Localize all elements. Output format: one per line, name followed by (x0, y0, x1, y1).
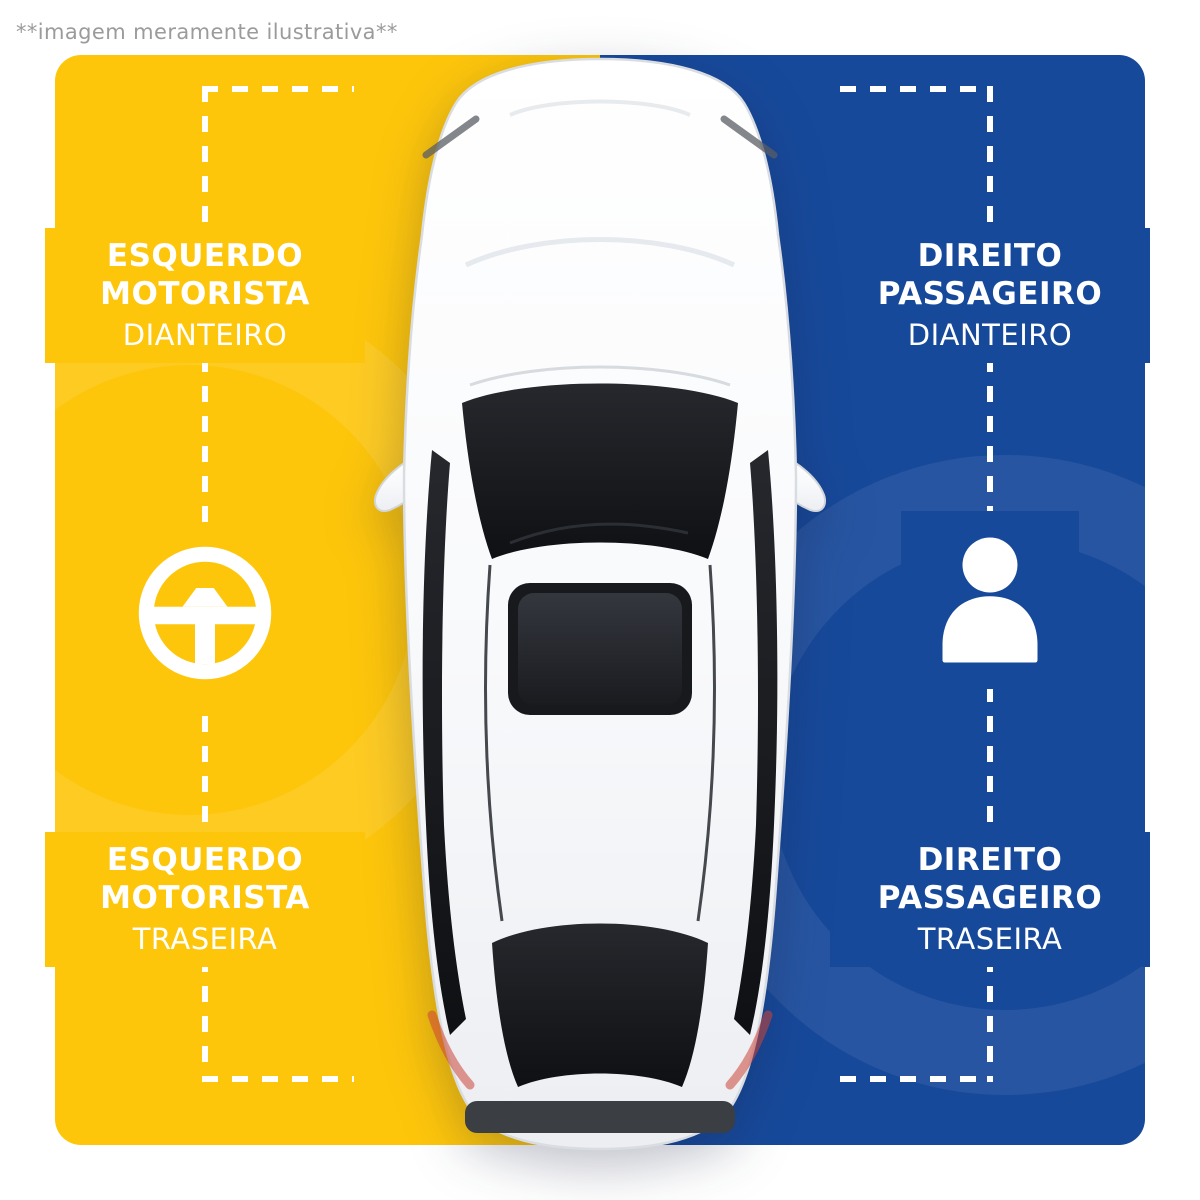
car-right-side-windows (734, 450, 778, 1035)
label-driver-rear-line2: MOTORISTA (100, 879, 310, 916)
car-rear-window (492, 923, 708, 1087)
label-driver-rear: ESQUERDO MOTORISTA TRASEIRA (45, 832, 365, 967)
label-driver-front-line1: ESQUERDO (106, 238, 304, 274)
passenger-guide-line-rear (840, 1076, 993, 1082)
label-driver-front: ESQUERDO MOTORISTA DIANTEIRO (45, 228, 365, 363)
driver-guide-line-front (202, 86, 354, 92)
car-left-headlight (422, 115, 480, 159)
person-icon (901, 511, 1079, 689)
car-wiper (509, 522, 689, 545)
label-passenger-front-line3: DIANTEIRO (907, 317, 1073, 352)
label-passenger-front-line1: DIREITO (917, 238, 1063, 274)
car-cowl-line (469, 365, 731, 387)
label-driver-rear-line3: TRASEIRA (132, 921, 278, 956)
car-right-taillight (725, 1010, 773, 1090)
label-driver-front-line3: DIANTEIRO (122, 317, 288, 352)
car-left-side-windows (422, 450, 466, 1035)
car-rear-bumper (465, 1101, 735, 1133)
car-right-headlight (720, 115, 778, 159)
label-driver-rear-line1: ESQUERDO (106, 842, 304, 878)
car-windshield (462, 383, 738, 559)
driver-guide-line-rear (202, 1076, 354, 1082)
label-passenger-rear-line3: TRASEIRA (917, 921, 1063, 956)
car-top-view (374, 57, 826, 1151)
car-hood-line-mid (464, 237, 736, 268)
car-right-roof-rail (696, 564, 716, 922)
label-driver-front-line2: MOTORISTA (100, 275, 310, 312)
label-passenger-rear-line2: PASSAGEIRO (877, 879, 1103, 916)
car-left-taillight (427, 1010, 475, 1090)
car-sunroof-glass (518, 593, 682, 705)
steering-wheel-icon (116, 524, 294, 702)
disclaimer-text: **imagem meramente ilustrativa** (16, 20, 398, 44)
car-hood-line-top (509, 99, 691, 117)
steering-wheel-glyph (138, 546, 272, 680)
passenger-guide-line-front (840, 86, 993, 92)
person-glyph (942, 537, 1038, 663)
label-passenger-rear: DIREITO PASSAGEIRO TRASEIRA (830, 832, 1150, 967)
label-passenger-rear-line1: DIREITO (917, 842, 1063, 878)
label-passenger-front: DIREITO PASSAGEIRO DIANTEIRO (830, 228, 1150, 363)
car-left-roof-rail (484, 564, 504, 922)
label-passenger-front-line2: PASSAGEIRO (877, 275, 1103, 312)
